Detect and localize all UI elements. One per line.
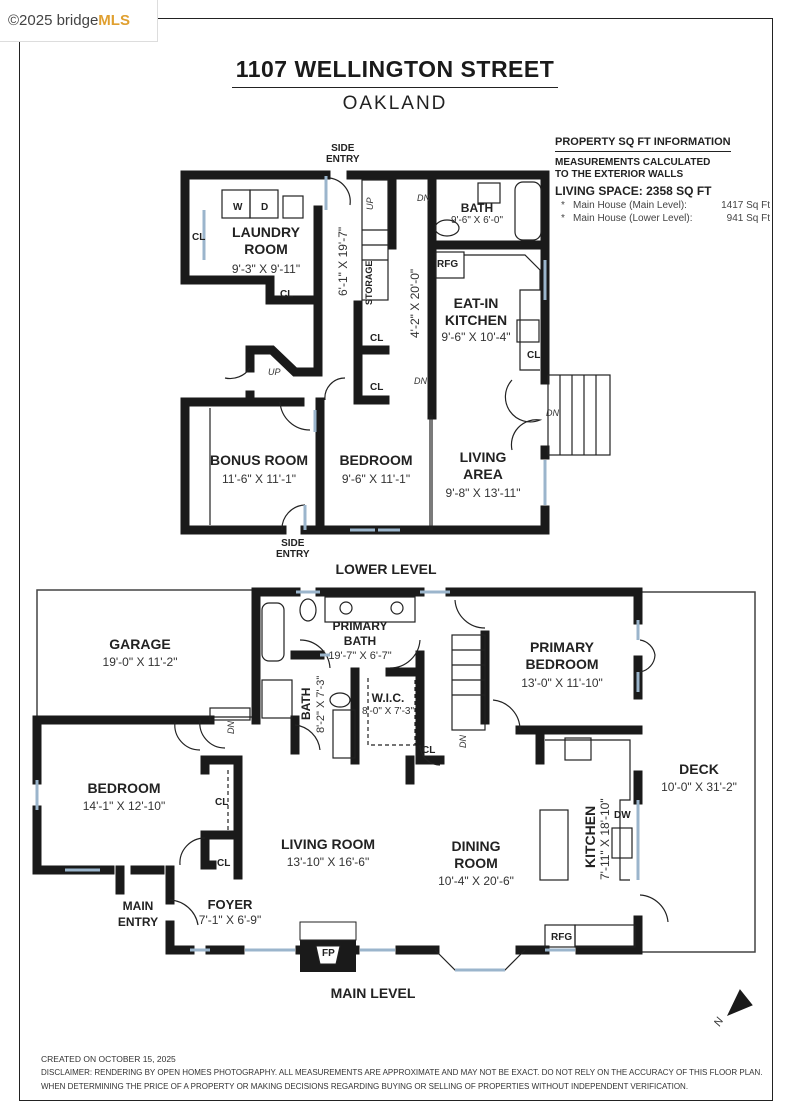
watermark-text: ©2025 bridge bbox=[8, 12, 99, 29]
room-label-garage: GARAGE bbox=[109, 636, 171, 652]
sqft-info-heading: PROPERTY SQ FT INFORMATION bbox=[555, 136, 731, 152]
room-dims-eat-in-kitchen: 9'-6" X 10'-4" bbox=[441, 330, 511, 344]
sqft-info-panel: PROPERTY SQ FT INFORMATION MEASUREMENTS … bbox=[555, 136, 770, 224]
room-label-wic: W.I.C. bbox=[371, 691, 405, 705]
closet-stairs-label: CL bbox=[422, 745, 436, 756]
north-arrow-icon bbox=[726, 989, 753, 1016]
property-city: OAKLAND bbox=[342, 93, 448, 114]
footer: CREATED ON OCTOBER 15, 2025 DISCLAIMER: … bbox=[41, 1052, 763, 1094]
closet-lower-2-label: CL bbox=[370, 382, 384, 393]
room-dims-deck: 10'-0" X 31'-2" bbox=[661, 780, 737, 794]
main-level-label: MAIN LEVEL bbox=[330, 985, 416, 1001]
sqft-item-lower: *Main House (Lower Level):941 Sq Ft bbox=[561, 213, 770, 224]
room-dims-bonus-room: 11'-6" X 11'-1" bbox=[221, 472, 297, 486]
room-dims-hallway: 6'-1" X 19'-7" bbox=[336, 226, 350, 296]
stairs-down-main-label: DN bbox=[458, 735, 468, 748]
measurement-method-2: TO THE EXTERIOR WALLS bbox=[555, 169, 684, 180]
watermark-brand: MLS bbox=[98, 12, 130, 29]
measurement-method-1: MEASUREMENTS CALCULATED bbox=[555, 157, 711, 168]
room-label-bath-lower: BATH bbox=[460, 201, 494, 215]
room-dims-foyer: 7'-1" X 6'-9" bbox=[198, 913, 262, 927]
room-label-foyer: FOYER bbox=[207, 897, 253, 912]
room-dims-wic: 8'-0" X 7'-3" bbox=[361, 706, 415, 717]
room-dims-bedroom-lower: 9'-6" X 11'-1" bbox=[341, 472, 411, 486]
room-label-living-room: LIVING ROOM bbox=[280, 836, 376, 852]
washer-label: W bbox=[233, 202, 243, 213]
room-dims-living-area: 9'-8" X 13'-11" bbox=[445, 486, 521, 500]
bedroom-closet-label: CL bbox=[215, 797, 229, 808]
lower-level-label: LOWER LEVEL bbox=[335, 561, 437, 577]
room-dims-garage: 19'-0" X 11'-2" bbox=[102, 655, 178, 669]
stairs-down-2-label: DN bbox=[414, 376, 427, 386]
room-dims-hallway-2: 4'-2" X 20'-0" bbox=[408, 268, 422, 338]
rfg-main-label: RFG bbox=[551, 932, 573, 943]
foyer-closet-label: CL bbox=[217, 858, 231, 869]
stairs-up-2-label: UP bbox=[268, 367, 281, 377]
stairs-up-label: UP bbox=[365, 197, 375, 210]
laundry-closet-label: CL bbox=[192, 232, 206, 243]
room-dims-bath-main: 8'-2" X 7'-3" bbox=[315, 675, 327, 733]
page-frame bbox=[19, 18, 773, 1101]
property-address: 1107 WELLINGTON STREET bbox=[232, 56, 558, 88]
fireplace-label: FP bbox=[322, 948, 335, 959]
room-label-bath-main: BATH bbox=[299, 687, 313, 720]
room-dims-primary-bath: 19'-7" X 6'-7" bbox=[328, 650, 392, 662]
room-dims-dining-room: 10'-4" X 20'-6" bbox=[438, 874, 514, 888]
dryer-label: D bbox=[261, 202, 269, 213]
room-dims-laundry: 9'-3" X 9'-11" bbox=[231, 262, 301, 276]
stairs-down-label: DN bbox=[417, 193, 430, 203]
dishwasher-label: DW bbox=[614, 810, 631, 821]
room-dims-living-room: 13'-10" X 16'-6" bbox=[286, 855, 370, 869]
outside-stairs-down-label: DN bbox=[546, 408, 559, 418]
room-label-deck: DECK bbox=[679, 761, 719, 777]
closet-kitchen-label: CL bbox=[527, 350, 541, 361]
room-label-bedroom-main: BEDROOM bbox=[87, 780, 161, 796]
storage-label: STORAGE bbox=[364, 260, 374, 305]
disclaimer-line-1: DISCLAIMER: RENDERING BY OPEN HOMES PHOT… bbox=[41, 1068, 763, 1077]
disclaimer-line-2: WHEN DETERMINING THE PRICE OF A PROPERTY… bbox=[41, 1082, 689, 1091]
closet-lower-1-label: CL bbox=[370, 333, 384, 344]
room-label-bonus-room: BONUS ROOM bbox=[210, 452, 308, 468]
created-date: CREATED ON OCTOBER 15, 2025 bbox=[41, 1054, 176, 1064]
living-space-total: LIVING SPACE: 2358 SQ FT bbox=[555, 184, 712, 198]
garage-stairs-down-label: DN bbox=[226, 721, 236, 734]
room-dims-primary-bedroom: 13'-0" X 11'-10" bbox=[521, 676, 603, 690]
sqft-item-main: *Main House (Main Level):1417 Sq Ft bbox=[561, 200, 770, 211]
room-dims-kitchen: 7'-11" X 18'-10" bbox=[598, 798, 612, 880]
room-label-kitchen: KITCHEN bbox=[582, 805, 598, 868]
laundry-closet-2-label: CL bbox=[280, 289, 294, 300]
room-dims-bedroom-main: 14'-1" X 12'-10" bbox=[82, 799, 166, 813]
rfg-lower-label: RFG bbox=[437, 259, 459, 270]
room-dims-bath-lower: 9'-6" X 6'-0" bbox=[450, 215, 504, 226]
room-label-bedroom-lower: BEDROOM bbox=[339, 452, 413, 468]
